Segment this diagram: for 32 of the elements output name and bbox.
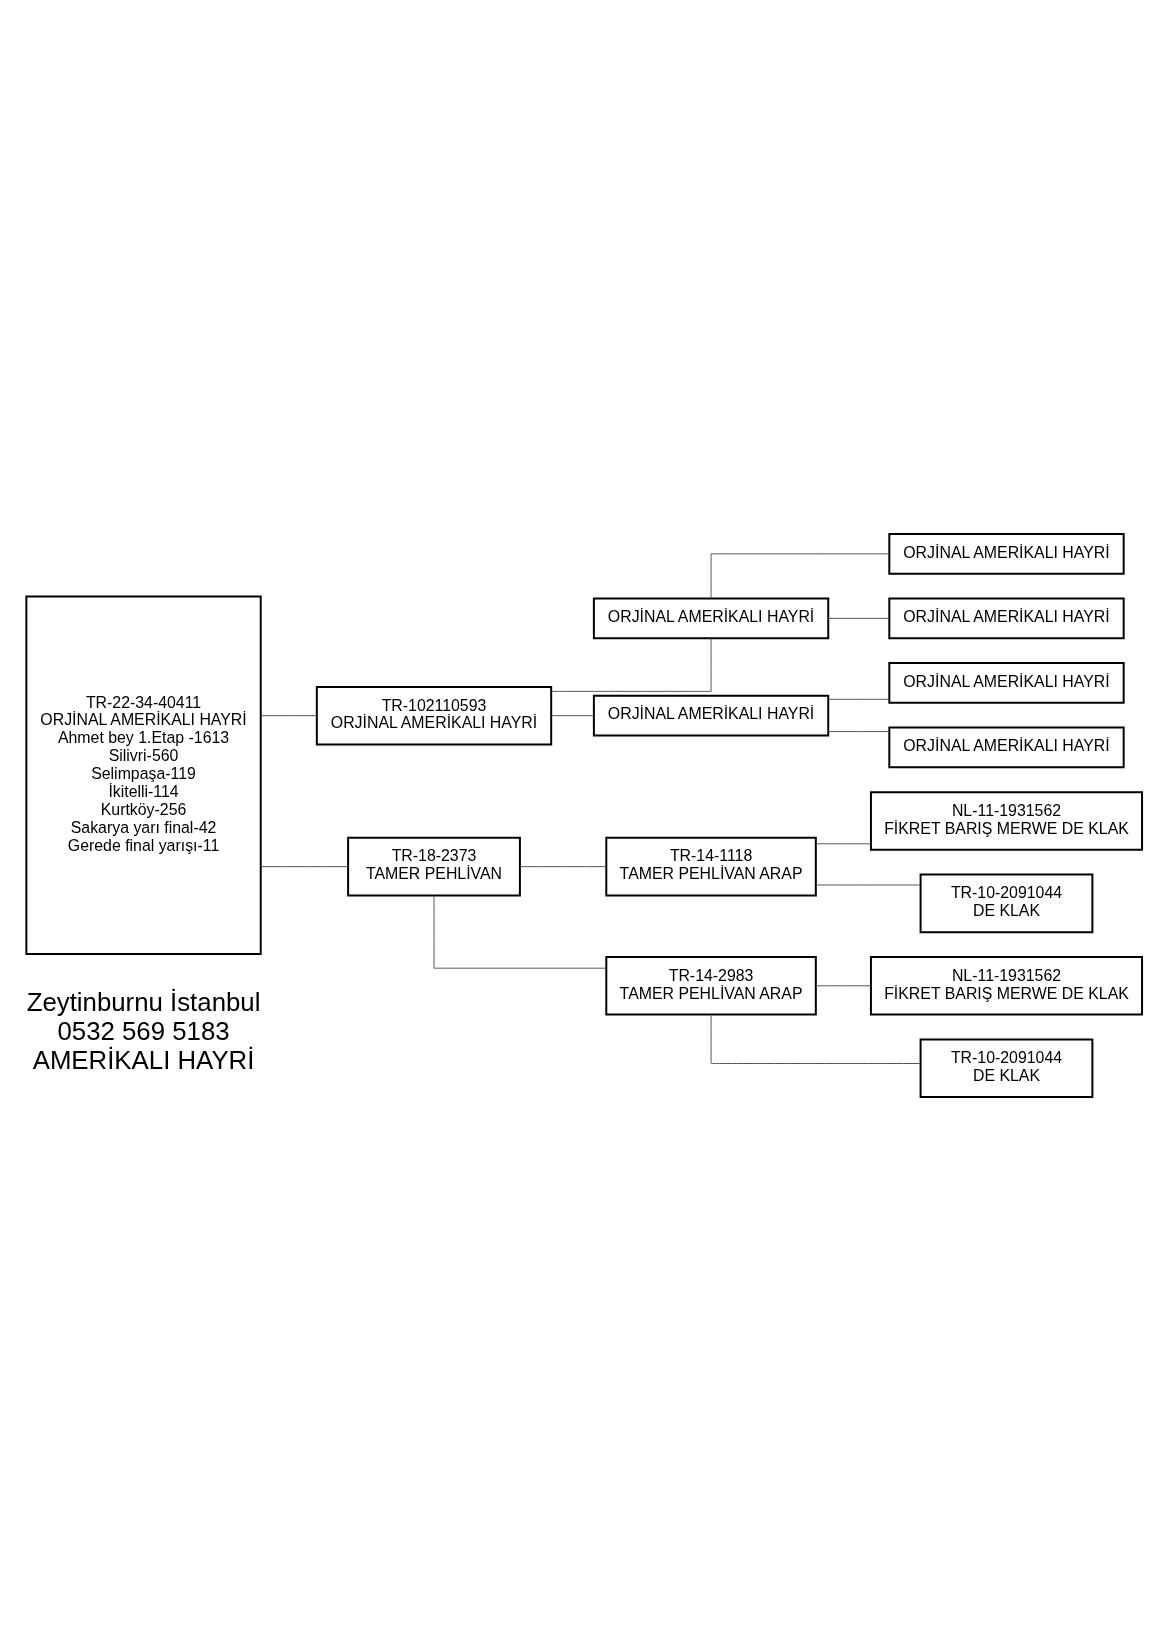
connector bbox=[827, 731, 890, 733]
node-box: ORJİNAL AMERİKALI HAYRİ bbox=[888, 597, 1125, 640]
connector bbox=[260, 866, 349, 868]
connector bbox=[433, 894, 607, 969]
node-box: TR-102110593 ORJİNAL AMERİKALI HAYRİ bbox=[315, 685, 553, 746]
node-box: TR-10-2091044 DE KLAK bbox=[919, 873, 1094, 934]
connector bbox=[519, 866, 607, 868]
node-box: TR-14-2983 TAMER PEHLİVAN ARAP bbox=[605, 956, 817, 1016]
connector bbox=[710, 1014, 921, 1064]
connector bbox=[260, 715, 318, 717]
connector bbox=[551, 637, 712, 692]
node-box: ORJİNAL AMERİKALI HAYRİ bbox=[888, 726, 1125, 769]
connector bbox=[827, 698, 890, 700]
label: 0532 569 5183 bbox=[57, 1016, 230, 1045]
node-box: TR-22-34-40411 ORJİNAL AMERİKALI HAYRİ Ahmet bey 1.Etap -1613 Silivri-560 Selimpaşa-119 İkitelli-114 Kurtköy-256 Sakarya yarı final-42 Gerede final yarışı-11 bbox=[25, 595, 262, 956]
node-box: TR-14-1118 TAMER PEHLİVAN ARAP bbox=[605, 836, 817, 897]
connector bbox=[710, 553, 890, 599]
node-box: ORJİNAL AMERİKALI HAYRİ bbox=[592, 597, 830, 640]
connector bbox=[815, 884, 921, 886]
connector bbox=[551, 715, 595, 717]
connector bbox=[815, 985, 872, 987]
label: AMERİKALI HAYRİ bbox=[32, 1045, 255, 1074]
node-box: ORJİNAL AMERİKALI HAYRİ bbox=[592, 694, 830, 737]
node-box: TR-18-2373 TAMER PEHLİVAN bbox=[347, 836, 521, 897]
node-box: ORJİNAL AMERİKALI HAYRİ bbox=[888, 662, 1125, 704]
label: Zeytinburnu İstanbul bbox=[26, 987, 261, 1016]
node-box: NL-11-1931562 FİKRET BARIŞ MERWE DE KLAK bbox=[869, 791, 1144, 851]
connector bbox=[815, 843, 872, 845]
connector bbox=[827, 617, 890, 619]
node-box: ORJİNAL AMERİKALI HAYRİ bbox=[888, 532, 1125, 575]
node-box: NL-11-1931562 FİKRET BARIŞ MERWE DE KLAK bbox=[869, 956, 1144, 1016]
node-box: TR-10-2091044 DE KLAK bbox=[919, 1038, 1094, 1099]
